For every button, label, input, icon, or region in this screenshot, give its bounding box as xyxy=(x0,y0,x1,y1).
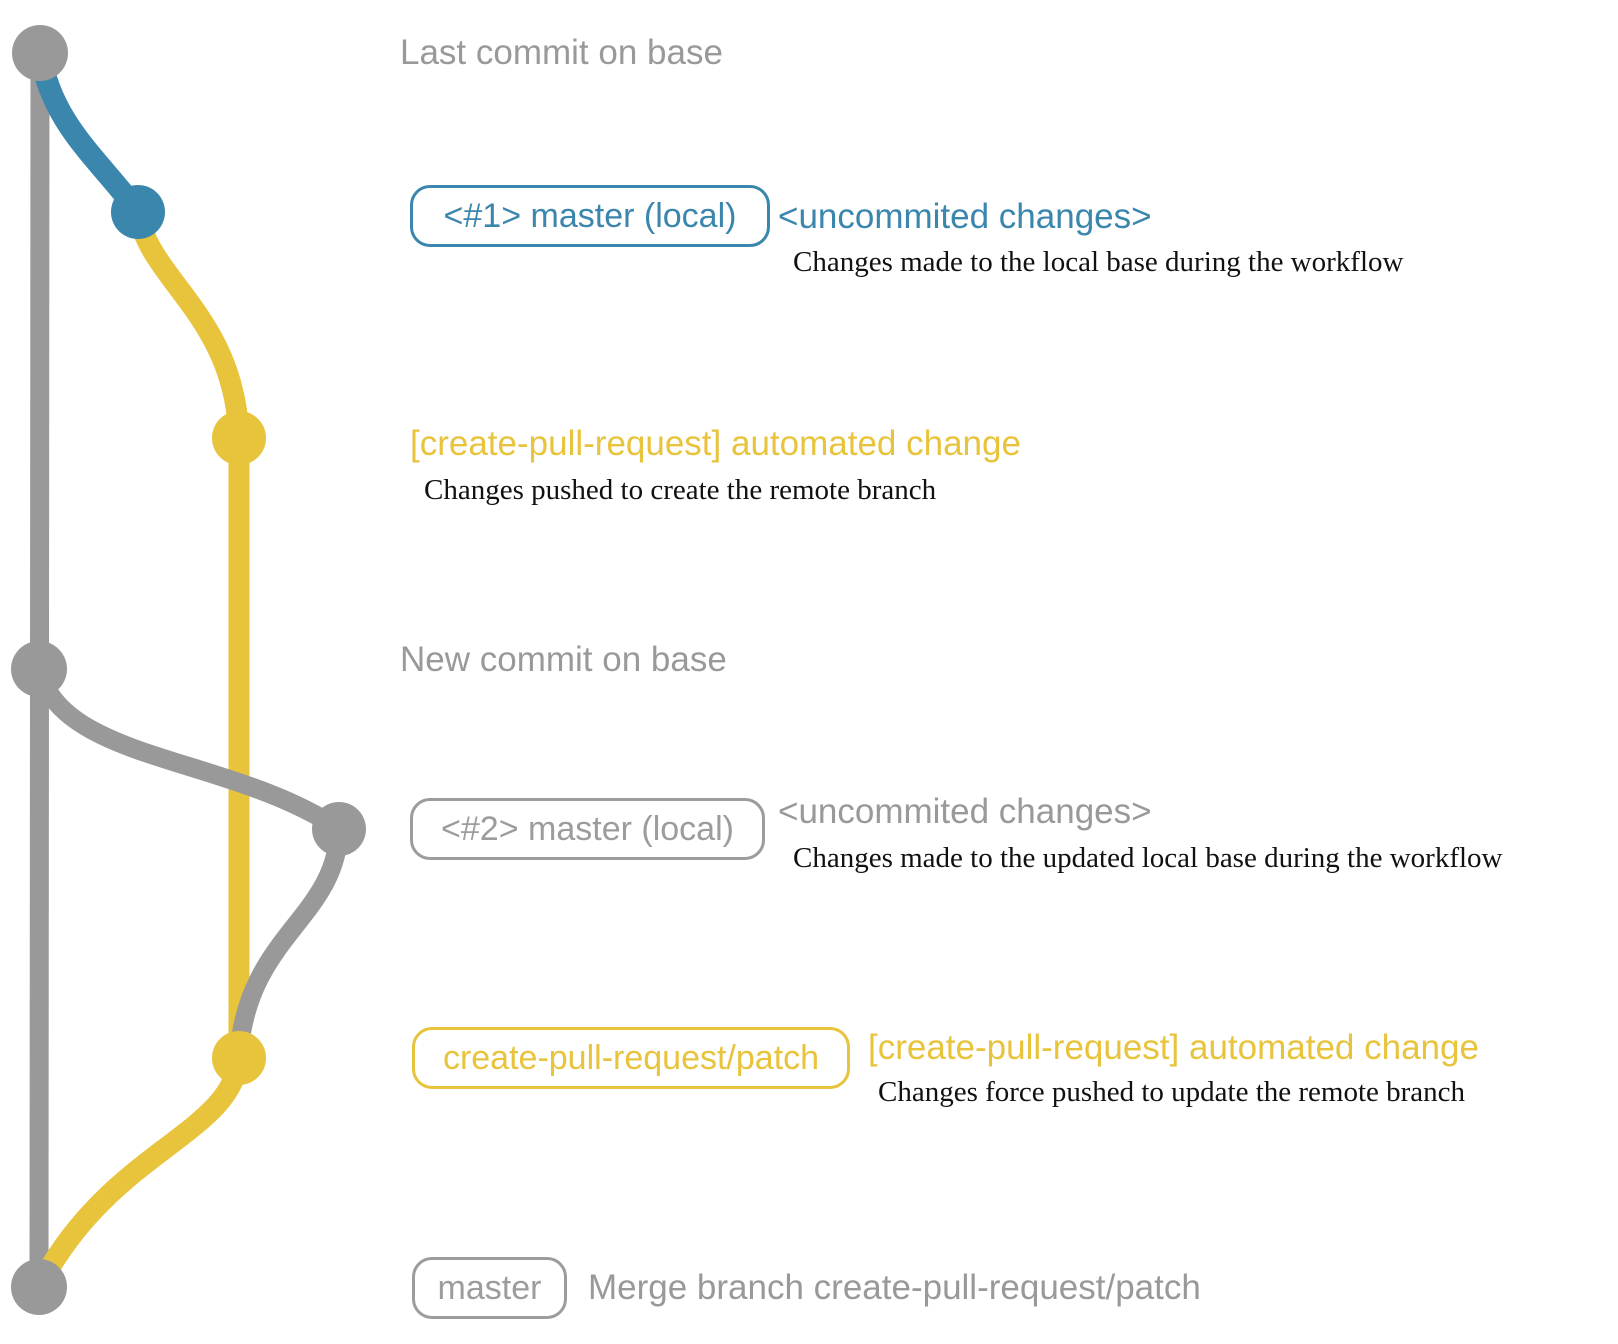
edge-local-branch-1 xyxy=(29,42,149,223)
detail-uncommited-changes-2: Changes made to the updated local base d… xyxy=(793,842,1503,874)
commit-dot-patch-commit-1 xyxy=(212,411,266,465)
commit-dot-last-commit-on-base xyxy=(12,25,68,81)
label-uncommited-changes-1: <uncommited changes> xyxy=(778,197,1152,236)
badge-master-local-1: <#1> master (local) xyxy=(410,185,770,247)
label-new-commit-on-base: New commit on base xyxy=(400,640,727,679)
edge-base-to-local-2 xyxy=(29,659,349,839)
edge-patch-merge xyxy=(28,1047,250,1298)
badge-master: master xyxy=(412,1257,567,1319)
label-uncommited-changes-2: <uncommited changes> xyxy=(778,792,1152,831)
commit-dot-local-commit-1 xyxy=(111,185,165,239)
label-automated-change-2: [create-pull-request] automated change xyxy=(868,1028,1479,1067)
detail-automated-change-2: Changes force pushed to update the remot… xyxy=(878,1076,1466,1108)
edge-patch-branch-1 xyxy=(127,201,250,449)
detail-uncommited-changes-1: Changes made to the local base during th… xyxy=(793,246,1404,278)
commit-dot-local-commit-2 xyxy=(312,802,366,856)
label-automated-change-1: [create-pull-request] automated change xyxy=(410,424,1021,463)
commit-dot-new-commit-on-base xyxy=(11,641,67,697)
label-merge-branch: Merge branch create-pull-request/patch xyxy=(588,1268,1201,1307)
edge-local-2-to-patch xyxy=(229,819,349,1063)
label-last-commit-on-base: Last commit on base xyxy=(400,33,723,72)
commit-dot-merge-commit xyxy=(11,1259,67,1315)
badge-create-pull-request-patch: create-pull-request/patch xyxy=(412,1027,850,1089)
badge-master-local-2: <#2> master (local) xyxy=(410,798,765,860)
detail-automated-change-1: Changes pushed to create the remote bran… xyxy=(424,474,937,506)
commit-dot-patch-commit-2 xyxy=(212,1031,266,1085)
